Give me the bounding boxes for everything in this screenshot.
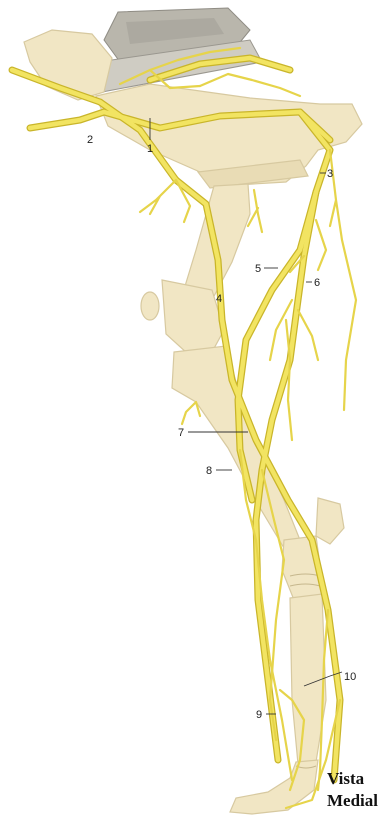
- patella: [141, 292, 159, 320]
- label-8: 8: [206, 465, 212, 477]
- calcaneus: [316, 498, 344, 544]
- vertebral-column: [98, 8, 262, 92]
- label-3: 3: [327, 168, 333, 180]
- label-10: 10: [344, 671, 356, 683]
- label-6: 6: [314, 277, 320, 289]
- view-caption: Vista Medial: [327, 768, 378, 812]
- skeleton: [24, 30, 362, 814]
- label-7: 7: [178, 427, 184, 439]
- label-9: 9: [256, 709, 262, 721]
- label-2: 2: [87, 134, 93, 146]
- caption-line-1: Vista: [327, 768, 378, 790]
- label-1: 1: [147, 143, 153, 155]
- tibia: [172, 346, 300, 548]
- label-5: 5: [255, 263, 261, 275]
- caption-line-2: Medial: [327, 790, 378, 812]
- label-4: 4: [216, 293, 222, 305]
